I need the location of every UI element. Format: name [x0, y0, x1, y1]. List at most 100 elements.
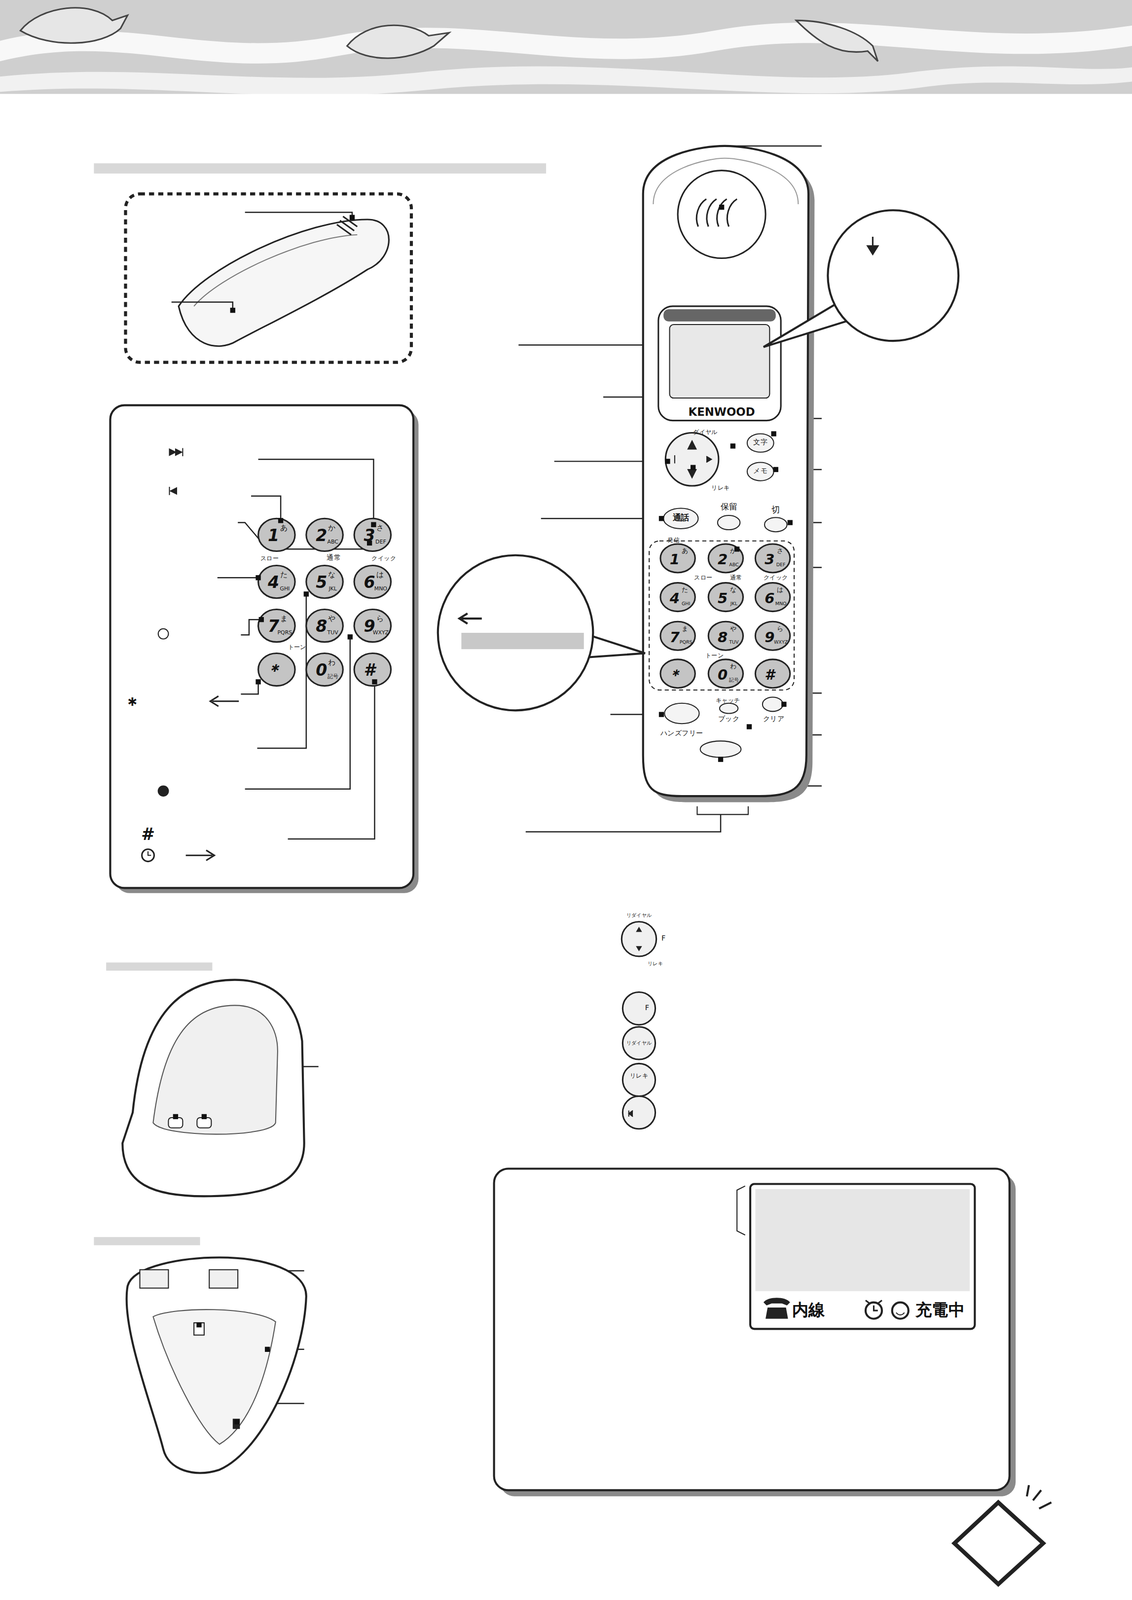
display-panel — [494, 1168, 1016, 1497]
dial-key — [258, 518, 791, 689]
key-kana: あ — [681, 547, 688, 555]
keypad-symbols — [147, 851, 151, 856]
key-letters: ABC — [729, 563, 739, 569]
section-bar — [93, 1237, 200, 1246]
key-letters: DEF — [375, 539, 387, 545]
dial-key — [755, 659, 790, 689]
handset-body — [764, 517, 788, 532]
receiver-figure — [125, 193, 412, 363]
button-label: 切 — [771, 506, 780, 515]
leader-dot — [746, 724, 752, 730]
handset-bottom-figure — [209, 1269, 238, 1288]
key-letters: GHI — [279, 586, 290, 592]
handset-body — [719, 703, 738, 714]
header-banner — [20, 7, 128, 43]
key-letters: JKL — [328, 586, 337, 592]
leader-line — [525, 814, 721, 832]
callout-bubble — [459, 613, 482, 624]
keypad-symbols — [142, 849, 155, 862]
key-digit: 1 — [669, 552, 680, 567]
key-letters: JKL — [730, 601, 738, 607]
key-kana: ら — [776, 625, 783, 632]
handset-body — [717, 515, 741, 530]
display-panel — [750, 1184, 975, 1330]
key-letters: 記号 — [729, 678, 740, 684]
handset-bottom-figure — [126, 1257, 307, 1474]
dial-key — [354, 518, 391, 551]
leader-dot — [719, 204, 725, 210]
key-kana: た — [280, 571, 288, 579]
key-digit: 4 — [669, 590, 680, 606]
header-banner — [347, 25, 450, 59]
header-banner — [0, 66, 1132, 96]
dial-key — [354, 653, 391, 686]
leader-dot — [718, 756, 724, 762]
handset-body — [643, 146, 809, 797]
handset-body — [696, 199, 737, 227]
key-kana: や — [328, 615, 335, 623]
key-kana: あ — [280, 523, 288, 532]
leader-dot — [773, 467, 779, 473]
leader-dot — [255, 679, 261, 685]
callout-bubble — [438, 210, 959, 711]
leader-line — [251, 496, 281, 521]
button-label: 文字 — [753, 439, 768, 447]
key-mode-label: クイック — [763, 574, 789, 581]
key-digit: 4 — [267, 574, 280, 591]
section-bar — [106, 962, 213, 971]
key-digit: 6 — [364, 574, 376, 591]
receiver-figure — [125, 193, 412, 363]
key-digit: 8 — [717, 629, 728, 645]
key-label: ダイヤル — [693, 428, 718, 435]
page-corner-mark — [954, 1485, 1052, 1585]
receiver-figure — [193, 234, 358, 307]
leader-dot — [349, 215, 355, 220]
key-letters: MNO — [775, 601, 787, 607]
dial-key — [306, 565, 343, 598]
leader-dot — [781, 701, 787, 707]
header-banner — [0, 22, 1132, 64]
nav-label: F — [645, 1004, 650, 1012]
key-symbol: ＊ — [123, 694, 142, 714]
leader-dot — [264, 1347, 270, 1352]
key-kana: か — [328, 523, 335, 532]
key-kana: ら — [376, 615, 384, 623]
page-corner-mark — [1026, 1485, 1052, 1509]
dial-key — [660, 659, 695, 689]
dial-key — [306, 609, 343, 642]
key-kana: や — [730, 625, 736, 632]
key-letters: DEF — [776, 563, 786, 569]
nav-key-legend — [622, 1096, 656, 1130]
dial-key — [708, 544, 743, 573]
nav-label: F — [661, 935, 666, 943]
key-letters: PQRS — [679, 640, 693, 646]
handset-body — [677, 170, 766, 259]
key-digit: 9 — [764, 629, 775, 645]
dial-key — [258, 653, 295, 686]
button-label: ハンズフリー — [660, 730, 704, 738]
key-mode-label: 通常 — [730, 574, 743, 581]
handset-body — [663, 309, 776, 322]
key-digit: 2 — [315, 527, 328, 545]
leader-dot — [278, 517, 284, 523]
keypad-symbols — [142, 447, 240, 862]
key-mode-label: トーン — [705, 652, 724, 658]
key-kana: さ — [376, 523, 384, 532]
nav-key-legend — [621, 921, 657, 957]
key-digit: ＊ — [265, 662, 282, 679]
charger-figure — [122, 980, 304, 1197]
key-digit: 7 — [669, 629, 680, 645]
leader-dot — [370, 522, 376, 528]
nav-label: リレキ — [629, 1072, 649, 1079]
leader-dot — [173, 204, 793, 1425]
handset-bottom-figure — [152, 1309, 276, 1445]
key-mode-label: トーン — [288, 644, 307, 651]
dial-key — [258, 609, 295, 642]
key-kana: は — [776, 586, 783, 594]
dial-key — [708, 583, 743, 612]
key-kana: か — [730, 547, 736, 555]
key-digit: 1 — [267, 527, 280, 545]
leader-dot — [371, 679, 377, 685]
key-kana: は — [376, 571, 384, 579]
display-panel — [892, 1302, 909, 1319]
